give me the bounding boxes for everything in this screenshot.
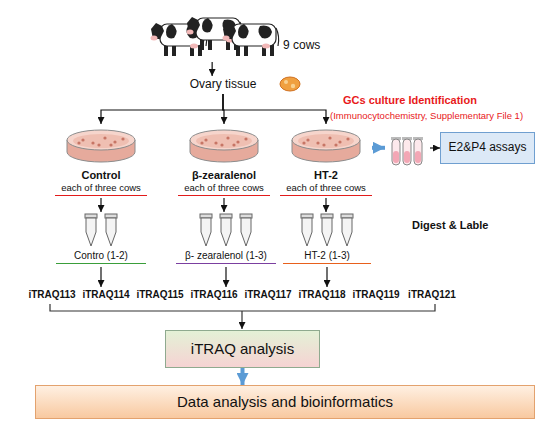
flow-arrow: [212, 62, 213, 76]
sample-tube: [341, 214, 353, 246]
analysis-name: iTRAQ analysis: [191, 340, 294, 357]
sample-tubes: HT-2 (1-3): [283, 212, 371, 264]
flow-arrow: [325, 198, 326, 212]
flow-arrow: [223, 198, 224, 212]
sample-tube: [105, 214, 117, 246]
bioinformatics-box: Data analysis and bioinformatics: [35, 385, 535, 419]
tissue-name: Ovary tissue: [190, 78, 257, 92]
bracket-line: [50, 304, 435, 311]
culture-tube: [413, 137, 423, 165]
ovary-shape: [280, 77, 300, 91]
flow-arrow: [223, 94, 326, 124]
leader-arrow: [225, 267, 226, 287]
channel-tag: iTRAQ114: [82, 289, 129, 301]
ovary-follicle: [291, 84, 295, 88]
sample-label: β- zearalenol (1-3): [176, 250, 276, 264]
cow-figure: [223, 23, 279, 56]
assay-name: E2&P4 assays: [448, 141, 526, 155]
channel-tag: iTRAQ115: [136, 289, 183, 301]
culture-tube: [402, 137, 412, 165]
culture-dish: β-zearalenoleach of three cows: [178, 124, 270, 198]
channel-tag: iTRAQ116: [190, 289, 237, 301]
ovary-icon: [280, 77, 300, 91]
sample-tubes: Contro (1-2): [62, 212, 140, 264]
channel-tag: iTRAQ118: [298, 289, 345, 301]
sample-label: HT-2 (1-3): [283, 250, 371, 264]
channel-tag: iTRAQ121: [408, 289, 456, 301]
culture-note: (Immunocytochemistry, Supplementary File…: [330, 111, 523, 122]
group-name: HT-2: [280, 169, 372, 182]
gc-culture-tubes: GCs culture Identification(Immunocytoche…: [385, 135, 430, 167]
sample-label: Contro (1-2): [56, 250, 146, 264]
sample-tube: [200, 214, 212, 246]
group-name: Control: [55, 169, 147, 182]
sample-tubes: β- zearalenol (1-3): [176, 212, 276, 264]
pooling-bracket: [50, 304, 435, 329]
assay-box: E2&P4 assays: [440, 132, 535, 164]
culture-tube: [391, 137, 401, 165]
label-arrows: [101, 267, 327, 287]
bracket-arrow: [241, 311, 242, 329]
group-note: each of three cows: [55, 183, 147, 196]
sample-tube: [301, 214, 313, 246]
flow-arrow: [372, 146, 385, 150]
culture-dish: HT-2each of three cows: [280, 124, 372, 198]
group-note: each of three cows: [178, 183, 270, 196]
tissue-step: Ovary tissue: [183, 76, 263, 94]
group-name: β-zearalenol: [178, 169, 270, 182]
ovary-follicle: [284, 80, 288, 84]
leader-arrow: [100, 267, 101, 287]
flow-arrow: [223, 94, 224, 124]
flow-arrow: [241, 368, 245, 385]
flow-arrow: [100, 198, 101, 212]
sample-tube: [85, 214, 97, 246]
sample-tube: [220, 214, 232, 246]
petri-dish: [292, 130, 360, 162]
petri-dish: [67, 130, 135, 162]
analysis-box: iTRAQ analysis: [165, 330, 320, 368]
sample-tube: [321, 214, 333, 246]
culture-dish: Controleach of three cows: [55, 124, 147, 198]
culture-heading: GCs culture Identification: [343, 94, 477, 107]
step-label: Digest & Lable: [412, 219, 488, 232]
bioinformatics-name: Data analysis and bioinformatics: [177, 393, 393, 410]
channel-tag: iTRAQ113: [28, 289, 75, 301]
cow-herd: [151, 17, 279, 56]
flow-arrow: [101, 94, 223, 124]
animal-count: 9 cows: [283, 39, 320, 53]
group-note: each of three cows: [280, 183, 372, 196]
sample-tube: [240, 214, 252, 246]
channel-tag: iTRAQ119: [352, 289, 399, 301]
animal-source: 9 cows: [140, 4, 325, 62]
channel-tag: iTRAQ117: [244, 289, 291, 301]
leader-arrow: [326, 267, 327, 287]
flow-arrow: [430, 147, 440, 148]
petri-dish: [190, 130, 258, 162]
